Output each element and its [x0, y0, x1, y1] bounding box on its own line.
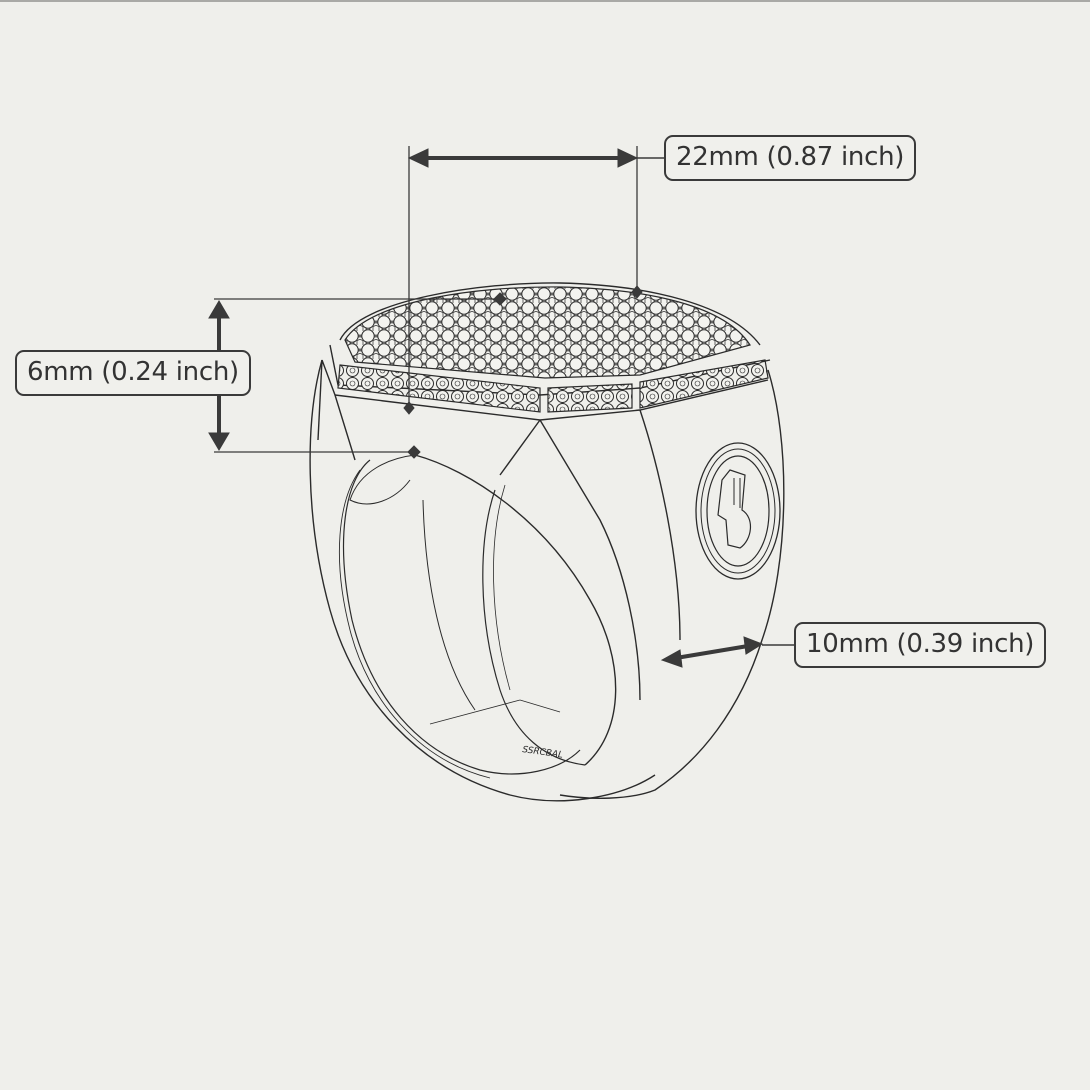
side-stones-center	[547, 383, 633, 413]
side-stones-left	[337, 364, 541, 413]
dimension-height	[208, 292, 507, 459]
ring-outline	[309, 282, 785, 802]
pave-stones-top	[344, 286, 751, 379]
dimension-width	[403, 146, 665, 415]
dimension-label-band-width: 10mm (0.39 inch)	[794, 622, 1047, 668]
side-emblem	[695, 442, 781, 580]
side-stones-right	[639, 359, 769, 409]
top-border	[0, 0, 1090, 2]
dimension-label-width: 22mm (0.87 inch)	[664, 135, 917, 181]
dimension-label-height: 6mm (0.24 inch)	[15, 350, 251, 396]
dimension-band-width	[660, 636, 795, 668]
inner-engraving: SSRCBAL	[522, 745, 564, 761]
